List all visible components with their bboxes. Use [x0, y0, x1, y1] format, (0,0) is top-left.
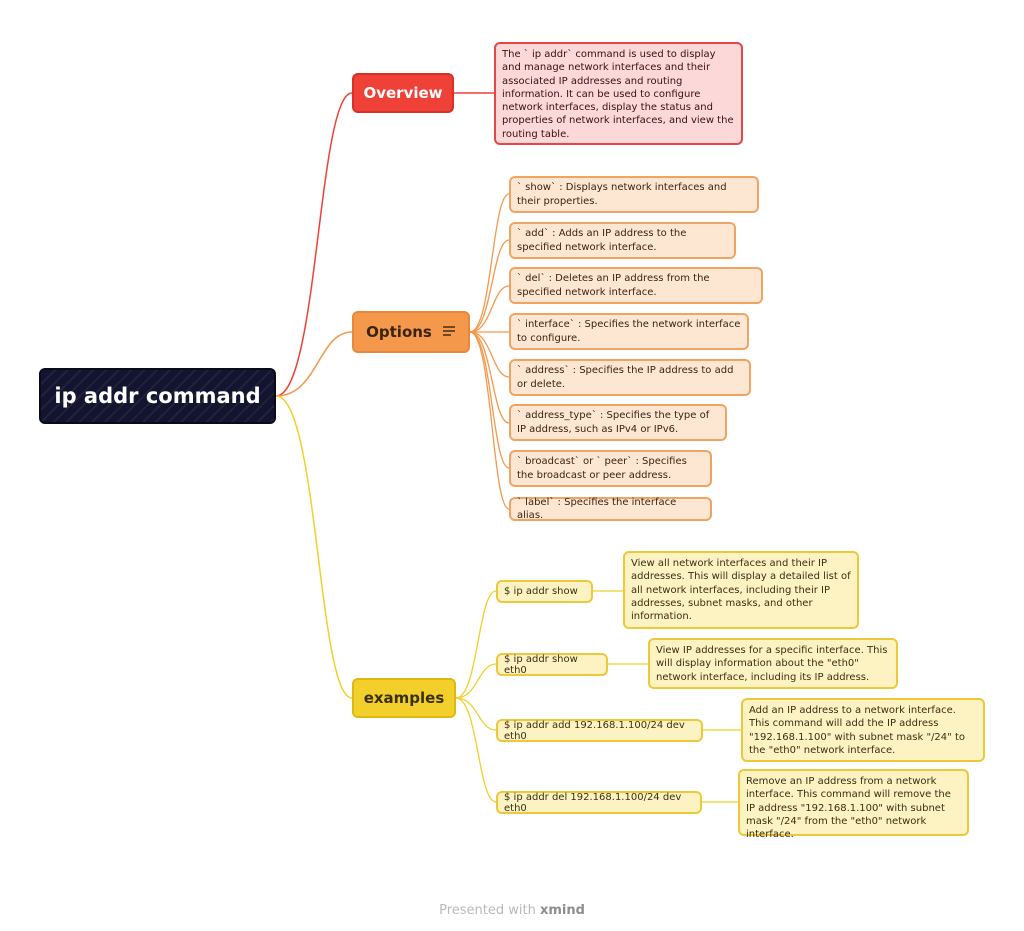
option-item-text: ` address` : Specifies the IP address to… — [517, 365, 734, 390]
connector-root-examples — [275, 395, 353, 699]
option-item[interactable]: ` interface` : Specifies the network int… — [509, 313, 749, 350]
example-description[interactable]: View IP addresses for a specific interfa… — [648, 638, 898, 689]
topic-options[interactable]: Options — [352, 311, 470, 353]
overview-description[interactable]: The ` ip addr` command is used to displa… — [494, 42, 743, 145]
example-description[interactable]: Remove an IP address from a network inte… — [738, 769, 969, 840]
connector-option-6 — [469, 331, 510, 424]
option-item[interactable]: ` address` : Specifies the IP address to… — [509, 359, 751, 396]
option-item-text: ` del` : Deletes an IP address from the … — [517, 273, 710, 298]
connector-option-3 — [469, 285, 510, 333]
xmind-brand[interactable]: xmind — [539, 903, 585, 918]
topic-overview[interactable]: Overview — [352, 73, 454, 113]
example-description-text: Add an IP address to a network interface… — [749, 705, 965, 756]
overview-description-text: The ` ip addr` command is used to displa… — [502, 49, 734, 140]
option-item[interactable]: ` show` : Displays network interfaces an… — [509, 176, 759, 213]
option-item-text: ` label` : Specifies the interface alias… — [517, 496, 677, 521]
option-item-text: ` add` : Adds an IP address to the speci… — [517, 228, 687, 253]
connector-option-8 — [469, 331, 510, 510]
option-item[interactable]: ` address_type` : Specifies the type of … — [509, 404, 727, 441]
option-item-text: ` interface` : Specifies the network int… — [517, 319, 741, 344]
footer-prefix: Presented with — [439, 903, 540, 918]
option-item-text: ` show` : Displays network interfaces an… — [517, 182, 727, 207]
connector-option-5 — [469, 331, 510, 378]
option-item[interactable]: ` add` : Adds an IP address to the speci… — [509, 222, 736, 259]
example-command-text: $ ip addr show — [504, 586, 578, 597]
example-description[interactable]: View all network interfaces and their IP… — [623, 551, 859, 629]
example-command[interactable]: $ ip addr add 192.168.1.100/24 dev eth0 — [496, 719, 703, 742]
example-description-text: Remove an IP address from a network inte… — [746, 776, 951, 841]
topic-overview-label: Overview — [363, 84, 443, 102]
topic-examples[interactable]: examples — [352, 678, 456, 718]
example-command-text: $ ip addr del 192.168.1.100/24 dev eth0 — [504, 791, 682, 814]
connector-root-options — [275, 331, 353, 397]
connector-root-overview — [275, 92, 353, 397]
example-command[interactable]: $ ip addr show — [496, 580, 593, 603]
example-description[interactable]: Add an IP address to a network interface… — [741, 698, 985, 762]
example-command-text: $ ip addr add 192.168.1.100/24 dev eth0 — [504, 719, 685, 742]
example-command[interactable]: $ ip addr del 192.168.1.100/24 dev eth0 — [496, 791, 702, 814]
option-item-text: ` broadcast` or ` peer` : Specifies the … — [517, 456, 687, 481]
connector-example-3 — [455, 697, 497, 731]
option-item[interactable]: ` label` : Specifies the interface alias… — [509, 497, 712, 521]
example-description-text: View IP addresses for a specific interfa… — [656, 645, 888, 683]
topic-options-label: Options — [366, 323, 432, 341]
example-command-text: $ ip addr show eth0 — [504, 653, 578, 676]
root-topic-label: ip addr command — [54, 384, 261, 408]
option-item-text: ` address_type` : Specifies the type of … — [517, 410, 710, 435]
notes-icon[interactable] — [442, 323, 456, 341]
root-topic[interactable]: ip addr command — [39, 368, 276, 424]
connector-option-1 — [469, 193, 510, 333]
topic-examples-label: examples — [363, 689, 445, 707]
connector-example-4 — [455, 697, 497, 803]
connector-example-1 — [455, 590, 497, 699]
connector-example-2 — [455, 663, 497, 699]
option-item[interactable]: ` del` : Deletes an IP address from the … — [509, 267, 763, 304]
example-command[interactable]: $ ip addr show eth0 — [496, 653, 608, 676]
option-item[interactable]: ` broadcast` or ` peer` : Specifies the … — [509, 450, 712, 487]
example-description-text: View all network interfaces and their IP… — [631, 558, 851, 623]
footer-credit: Presented with xmind — [0, 903, 1024, 918]
connector-option-2 — [469, 239, 510, 333]
